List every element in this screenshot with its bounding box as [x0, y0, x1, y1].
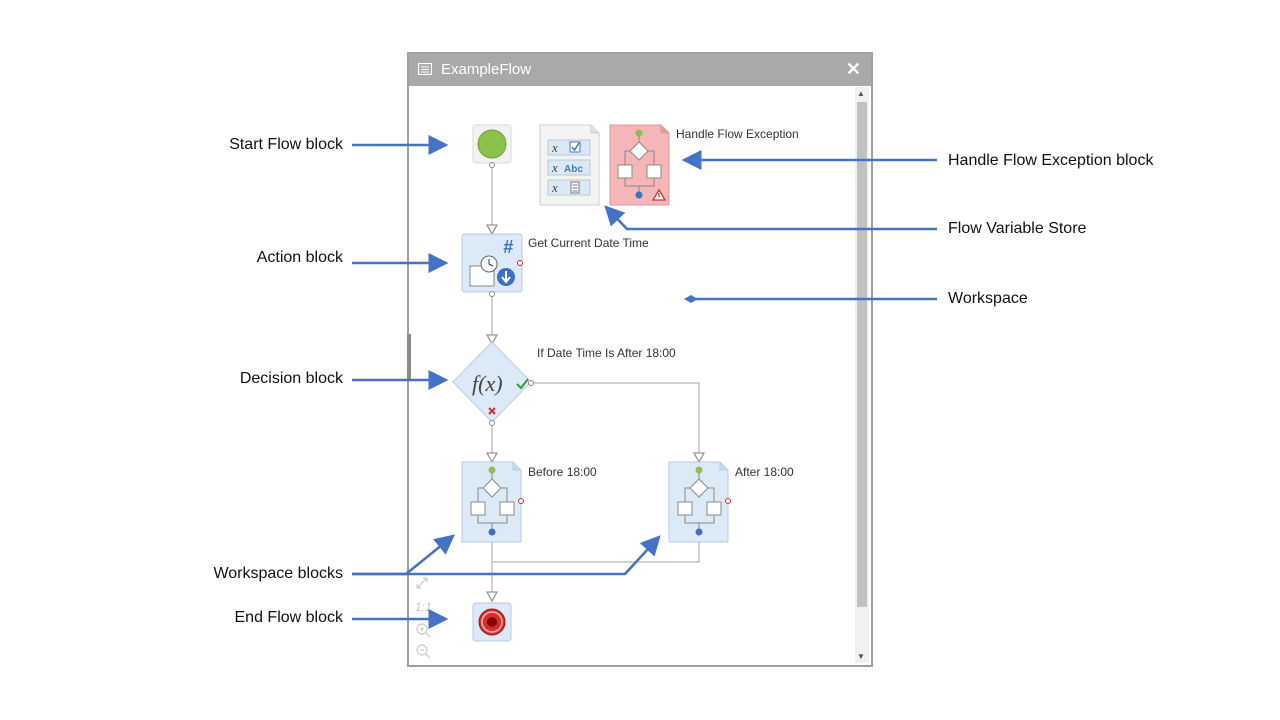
- callout-end-flow: End Flow block: [234, 609, 344, 626]
- callout-workspace: Workspace: [948, 290, 1028, 307]
- splitter-handle[interactable]: [407, 334, 411, 379]
- zoom-controls[interactable]: [416, 577, 431, 659]
- start-flow-block[interactable]: [472, 124, 512, 168]
- check-icon: [516, 378, 529, 390]
- decision-block[interactable]: f(x): [452, 341, 534, 426]
- before-label: Before 18:00: [528, 465, 597, 479]
- action-block[interactable]: #: [461, 233, 523, 297]
- fit-icon[interactable]: [416, 577, 428, 589]
- end-flow-block[interactable]: [472, 602, 512, 642]
- scroll-up-icon[interactable]: ▲: [857, 89, 865, 98]
- handle-exception-label: Handle Flow Exception: [676, 127, 799, 141]
- workspace-block-after[interactable]: [668, 461, 731, 543]
- after-label: After 18:00: [735, 465, 794, 479]
- callout-start-flow: Start Flow block: [229, 136, 343, 153]
- flow-window: ExampleFlow ✕ ▲ ▼: [407, 52, 873, 667]
- scroll-down-icon[interactable]: ▼: [857, 652, 865, 661]
- window-titlebar: ExampleFlow ✕: [409, 54, 871, 86]
- handle-flow-exception-block[interactable]: [609, 124, 670, 206]
- callout-workspace-blocks: Workspace blocks: [213, 565, 343, 582]
- cross-icon: [488, 407, 496, 415]
- close-icon[interactable]: ✕: [845, 59, 861, 79]
- flow-variable-store[interactable]: x x Abc x: [539, 124, 600, 206]
- svg-text:Abc: Abc: [564, 164, 583, 175]
- scrollbar-thumb[interactable]: [857, 102, 867, 607]
- warning-icon: [651, 188, 667, 201]
- svg-text:x: x: [551, 140, 558, 155]
- zoom-in-icon[interactable]: [416, 623, 431, 638]
- workspace-block-before[interactable]: [461, 461, 524, 543]
- window-title: ExampleFlow: [441, 61, 532, 78]
- workspace-canvas[interactable]: x x Abc x: [409, 54, 871, 665]
- vertical-scrollbar[interactable]: ▲ ▼: [855, 87, 869, 663]
- zoom-reset-label[interactable]: 1:1: [415, 600, 432, 614]
- zoom-out-icon[interactable]: [416, 644, 431, 659]
- svg-text:x: x: [551, 160, 558, 175]
- list-icon: [418, 63, 432, 75]
- decision-label: If Date Time Is After 18:00: [537, 346, 676, 360]
- svg-text:x: x: [551, 180, 558, 195]
- action-label: Get Current Date Time: [528, 236, 649, 250]
- callout-action: Action block: [256, 249, 343, 266]
- callout-decision: Decision block: [239, 370, 343, 387]
- callout-variable-store: Flow Variable Store: [948, 220, 1087, 237]
- svg-text:f(x): f(x): [472, 371, 503, 396]
- svg-text:#: #: [503, 237, 513, 257]
- callout-handle-exception: Handle Flow Exception block: [948, 152, 1154, 169]
